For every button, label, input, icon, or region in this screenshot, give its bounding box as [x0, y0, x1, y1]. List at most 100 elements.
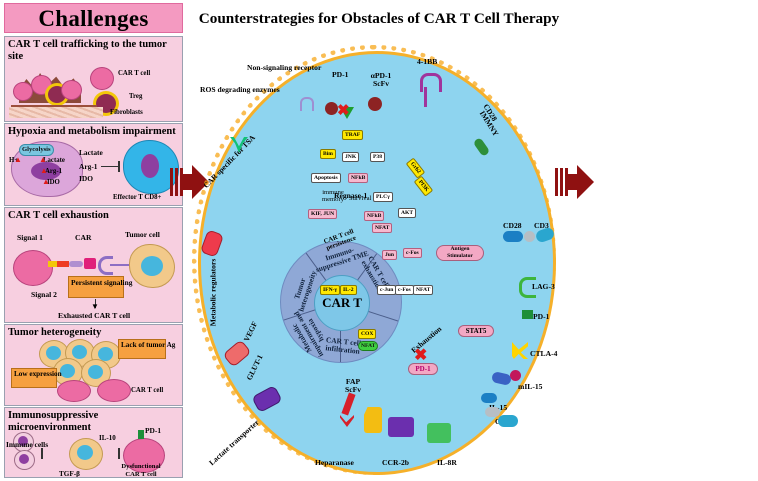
- car-t-cell-illustration: CAR T CAR T cell exhaustion Immuno-suppr…: [192, 45, 564, 475]
- ccr2b-icon: [388, 417, 414, 437]
- challenge-trafficking-heading: CAR T cell trafficking to the tumor site: [8, 39, 167, 62]
- label-ros-degrading-enzymes: ROS degrading enzymes: [200, 85, 280, 94]
- red-cross-icon: ✖: [337, 103, 350, 119]
- challenge-immunosuppressive-heading: Immunosuppressive microenvironment: [8, 410, 99, 433]
- inhibition-bar-icon: [41, 448, 43, 459]
- node-traf: TRAF: [342, 130, 364, 140]
- lag3-icon: [519, 277, 536, 298]
- label-car-t-cell: CAR T cell: [118, 70, 151, 77]
- label-pd1: PD-1: [332, 70, 349, 79]
- low-expression-tag: Low expression: [11, 368, 62, 388]
- label-pd1: PD-1: [533, 312, 550, 321]
- arrow-bars-icon: [170, 168, 183, 196]
- label-ido: IDO: [47, 179, 60, 186]
- node-nfkb: NFkB: [348, 173, 369, 183]
- il15-icon: [481, 393, 497, 403]
- label-exhausted-car-t: Exhausted CAR T cell: [58, 311, 131, 320]
- node-nfat-3: NFAT: [358, 341, 379, 351]
- 4-1bb-stalk-icon: [424, 87, 427, 107]
- label-arg1-2: Arg-1: [79, 162, 98, 171]
- challenge-trafficking: CAR T cell trafficking to the tumor site…: [4, 36, 183, 122]
- nucleus-icon: [19, 454, 29, 464]
- inhibition-bar-icon: [101, 166, 119, 167]
- label-h-plus: H+: [9, 157, 19, 164]
- label-metabolic-regulators: Metabolic regulators: [208, 258, 218, 327]
- effector-t-cell-icon: [123, 140, 179, 194]
- label-signal-2: Signal 2: [31, 290, 57, 299]
- label-treg: Treg: [129, 93, 143, 100]
- label-fap-scfv: FAP ScFv: [344, 377, 362, 394]
- label-non-signaling-receptor: Non-signaling receptor: [247, 63, 322, 72]
- label-lactate-transporter: Lactate transporter: [207, 417, 261, 468]
- node-c-fos: c-Fos: [403, 248, 422, 258]
- label-mil15: mIL-15: [518, 382, 543, 391]
- nucleus-icon: [141, 256, 163, 276]
- nucleus-icon: [77, 445, 93, 460]
- challenges-panel: Challenges CAR T cell trafficking to the…: [0, 0, 187, 481]
- label-lactate: Lactate: [43, 157, 65, 164]
- nucleus-icon: [46, 346, 61, 360]
- central-diagram: Counterstrategies for Obstacles of CAR T…: [187, 0, 571, 481]
- node-survival: Survival: [349, 195, 372, 202]
- lack-of-tumor-ag-tag: Lack of tumor Ag: [118, 339, 175, 359]
- label-tumor-cell: Tumor cell: [125, 230, 160, 239]
- label-cd3: CD3: [534, 221, 549, 230]
- node-immune-memory: immune memory: [322, 189, 344, 203]
- challenge-heterogeneity: Tumor heterogeneity Lack of tumor Ag Low…: [4, 324, 183, 406]
- label-ido-2: IDO: [79, 174, 93, 183]
- label-glycolysis: Glycolysis: [19, 144, 54, 156]
- wheel-hub: CAR T: [314, 275, 370, 331]
- non-signaling-receptor-icon: [300, 97, 314, 111]
- label-fibroblasts: Fibroblasts: [110, 109, 143, 116]
- connector-line: [110, 264, 132, 266]
- figure-title: Counterstrategies for Obstacles of CAR T…: [198, 10, 560, 27]
- node-bim: Bim: [320, 149, 336, 159]
- fibroblast-layer-icon: [9, 107, 103, 118]
- label-effector-t-cd8: Effector T CD8+: [113, 194, 162, 201]
- inhibition-bar-icon: [118, 448, 120, 459]
- apd1-scfv-icon: [368, 97, 382, 111]
- arrow-bars-icon: [555, 168, 568, 196]
- dysfunctional-car-t-cell-icon: [123, 438, 165, 473]
- label-signal-1: Signal 1: [17, 233, 43, 242]
- node-ifng: IFN-γ: [320, 285, 341, 295]
- nucleus-icon: [141, 154, 159, 178]
- node-cox: COX: [358, 329, 377, 339]
- node-c-fos-2: c-Fos: [395, 285, 414, 295]
- ros-enzyme-icon: [325, 102, 338, 115]
- node-antigen-stimulator: Antigen Stimulator: [436, 245, 484, 261]
- 4-1bb-icon: [420, 73, 442, 92]
- arrow-stem: [183, 174, 193, 190]
- nucleus-icon: [31, 162, 61, 180]
- outcomes-panel: Outcomes Enhancing CAR T cell traffickin…: [571, 0, 758, 481]
- car-t-cell-icon: [61, 80, 82, 100]
- car-t-cell-icon: [13, 82, 33, 101]
- car-t-cell-icon: [13, 250, 53, 286]
- car-head-icon: [84, 258, 96, 269]
- car-t-cell-icon: [90, 67, 114, 90]
- cd28-icon: [485, 407, 500, 417]
- nucleus-icon: [72, 345, 87, 359]
- node-nfat-2: NFAT: [413, 285, 434, 295]
- challenge-immunosuppressive: Immunosuppressive microenvironment Immun…: [4, 407, 183, 478]
- label-car-t-cell: CAR T cell: [131, 387, 164, 394]
- up-arrow-icon: ▲: [14, 155, 22, 164]
- label-dysfunctional-car-t: Dysfunctional CAR T cell: [121, 463, 161, 478]
- up-arrow-icon: ▲: [39, 155, 47, 164]
- node-jun: Jun: [382, 250, 398, 260]
- node-akt: AKT: [398, 208, 417, 218]
- nucleus-icon: [60, 364, 75, 378]
- car-t-cell-icon: [97, 379, 131, 402]
- car-stalk-icon: [69, 261, 83, 267]
- label-car: CAR: [75, 233, 92, 242]
- pd1-icon: [522, 310, 533, 319]
- down-arrow-icon: ▼: [91, 302, 99, 311]
- red-cross-icon: ✖: [414, 347, 428, 364]
- nucleus-icon: [18, 436, 28, 446]
- label-il8r: IL-8R: [437, 458, 457, 467]
- cd28-icon: [503, 231, 523, 242]
- node-pd1: PD-1: [408, 363, 438, 375]
- mil15-head-icon: [510, 370, 521, 381]
- label-immune-cells: Immune cells: [6, 440, 49, 449]
